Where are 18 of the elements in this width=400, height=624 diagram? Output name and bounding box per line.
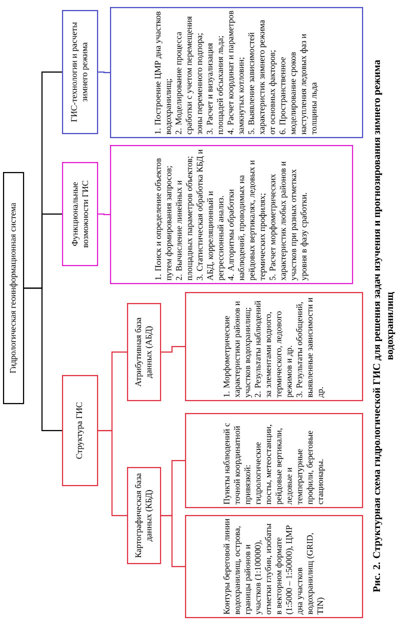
list-box: 1. Морфометрические характеристики районов и участков водохранилищ; 2. Результаты наблюдений за элементами водного, термического, ледового режимов и др. 3. Результаты обобщений, выявленные зависимости и др. [185, 292, 364, 402]
list-box: 1. Построение ЦМР дна участков водохранилищ; 2. Моделирование процесса сработки с учетом перемещения зоны переменного подпора; 3. Расчет и визуализация площадей обсыхания льда; 4. Расчет координат и параметров замкнутых котловин; 5. Выявление зависимостей характеристик зимнего режима от основных факторов; 6. Пространственное моделирование сроков наступления ледовых фаз и толщины льда [110, 7, 364, 138]
heading-box: Гидрологическая геоинформационная система [3, 172, 24, 404]
list-box: Пункты наблюдений с точной координатной привязкой: гидрологические посты, метеостанции, рейдовые вертикали, ледовые и температурные профили, береговые стационары. [185, 413, 364, 508]
connector-line [161, 346, 185, 353]
list-box: Контуры береговой линии водохранилищ, острова, границы районов и участков (1:100000), отметки глубин, изобаты в векторном формате (1:5000 – 1:50000), ЦМР дна участков водохранилищ (GRID, TIN) [185, 515, 364, 618]
caption: Рис. 2. Структурная схема гидрологической ГИС для решения задач изучения и прогнозирования зимнего режима водохранилищ [372, 60, 396, 592]
connector-line [161, 515, 185, 568]
connector-line [98, 72, 110, 74]
heading-box: Атрибутивная база данных (АБД) [127, 303, 162, 402]
heading-box: Функциональные возможности ГИС [62, 162, 98, 266]
heading-box: Структура ГИС [62, 375, 98, 486]
connector-line [98, 214, 110, 216]
heading-box: ГИС-технологии и расчеты зимнего режима [62, 10, 98, 134]
connector-line [98, 430, 127, 516]
connector-line [24, 288, 62, 432]
list-box: 1. Поиск и определение объектов путем формирования запросов; 2. Вычисление линейных и площадных параметров объектов; 3. Статистическая обработка КБД и АБД, корреляционный и регрессионный анализ. 4. Алгоритмы обработки наблюдений, проводимых на рейдовых вертикалях, ледовых и термических профилях; 5. Расчет морфометрических характеристик любых районов и участков при разных отметках уровня в фазу сработки. [110, 145, 354, 284]
heading-box: Картографическая база данных (КБД) [127, 467, 162, 564]
